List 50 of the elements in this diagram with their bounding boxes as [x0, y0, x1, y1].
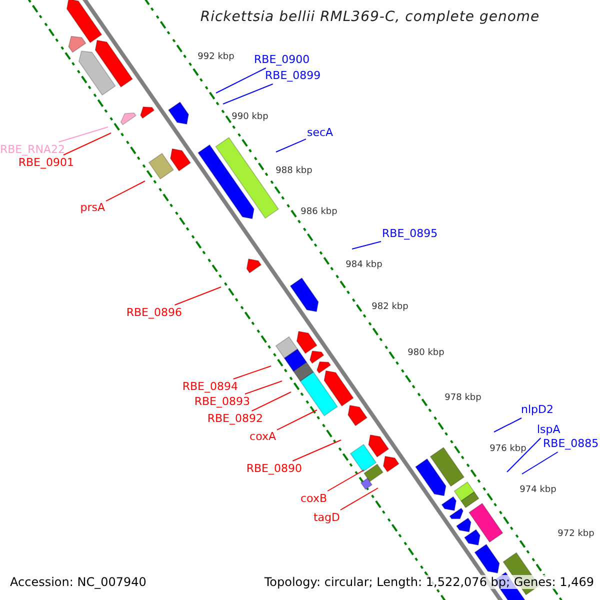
leader-line: [327, 470, 364, 492]
gene-label: RBE_0892: [207, 412, 263, 426]
scale-label: 990 kbp: [232, 111, 268, 124]
scale-label: 986 kbp: [300, 206, 338, 219]
scale-label: 978 kbp: [444, 392, 482, 405]
gene-label: secA: [307, 126, 334, 140]
gene-label: RBE_0896: [126, 306, 182, 320]
scale-label: 982 kbp: [372, 301, 408, 314]
gene-label: RBE_0890: [246, 462, 302, 476]
gene-label: RBE_0893: [194, 395, 250, 409]
leader-line: [106, 180, 146, 202]
gene-label: RBE_0895: [382, 227, 438, 241]
scale-label: 984 kbp: [346, 259, 382, 272]
leader-line: [174, 286, 222, 306]
gene-label: RBE_0900: [254, 53, 310, 67]
scale-label: 992 kbp: [198, 51, 234, 64]
gene-label: RBE_RNA22: [0, 143, 65, 157]
scale-label: 976 kbp: [490, 443, 526, 456]
gene-label: RBE_0885: [543, 437, 599, 451]
leader-line: [352, 240, 382, 250]
leader-line: [222, 84, 274, 104]
leader-line: [506, 438, 542, 472]
footer-text: Accession: NC_007940: [10, 575, 146, 589]
gene-label: tagD: [313, 511, 340, 525]
scale-label: 972 kbp: [558, 528, 594, 541]
gene-label: lspA: [537, 423, 560, 437]
leader-line: [276, 138, 306, 152]
leader-line: [62, 132, 112, 156]
gene-label: RBE_0899: [265, 69, 321, 83]
leader-line: [244, 380, 282, 394]
leader-line: [292, 440, 342, 462]
footer-text: Topology: circular; Length: 1,522,076 bp; Genes: 1,469: [264, 575, 594, 589]
leader-line: [216, 68, 266, 94]
gene-label: coxA: [250, 430, 276, 444]
leader-line: [494, 418, 522, 432]
title: Rickettsia bellii RML369-C, complete genome: [200, 10, 540, 24]
leader-line: [522, 452, 558, 474]
scale-label: 980 kbp: [408, 347, 444, 360]
gene-label: RBE_0894: [182, 380, 238, 394]
leader-line: [276, 410, 318, 430]
leader-line: [251, 392, 292, 412]
gene-label: nlpD2: [521, 403, 554, 417]
leader-line: [58, 126, 108, 142]
scale-label: 974 kbp: [520, 484, 556, 497]
scale-label: 988 kbp: [276, 165, 312, 178]
leader-line: [232, 366, 272, 380]
leader-line: [340, 488, 378, 510]
gene-label: RBE_0901: [18, 156, 74, 170]
gene-label: prsA: [80, 201, 105, 215]
gene-label: coxB: [300, 492, 327, 506]
